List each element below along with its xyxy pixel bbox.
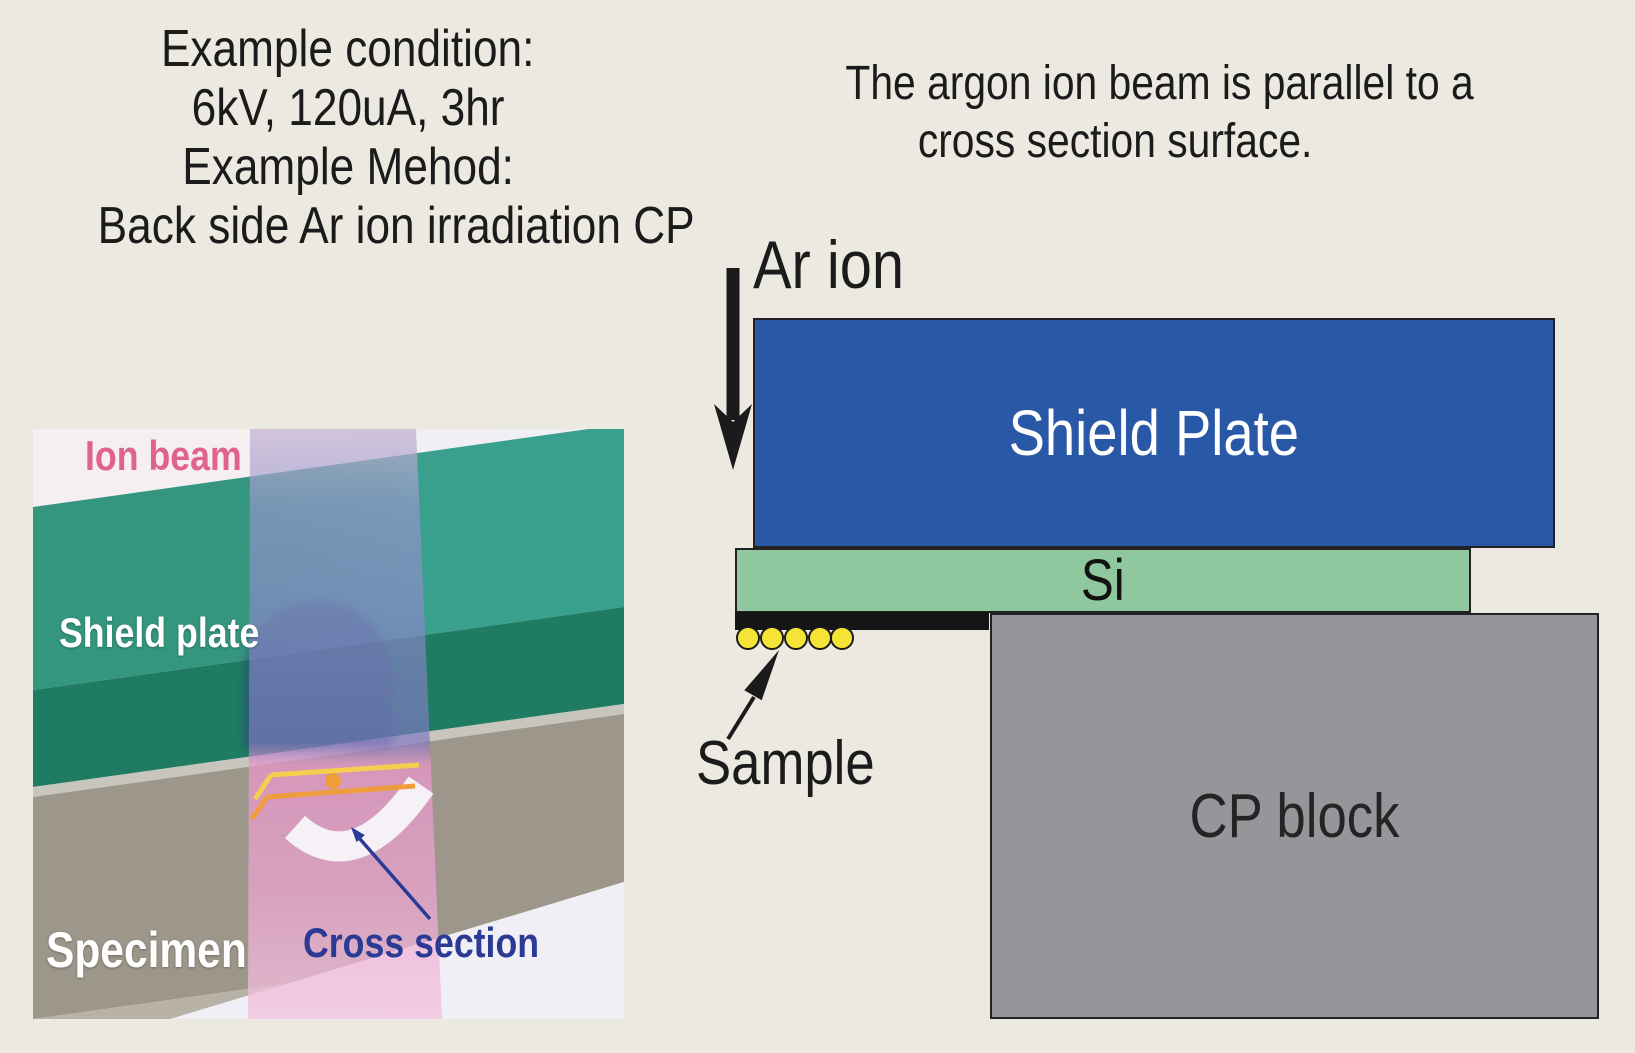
- si-wafer-bar: Si: [735, 548, 1471, 613]
- ar-ion-label: Ar ion: [753, 227, 904, 303]
- sample-particle: [760, 626, 784, 650]
- sample-label: Sample: [696, 729, 875, 798]
- ion-beam-column: [247, 429, 442, 1019]
- ar-ion-arrow: [714, 268, 752, 470]
- cp-block-box: CP block: [990, 613, 1599, 1019]
- sample-arrow: [726, 650, 779, 741]
- condition-line: Example Mehod:: [182, 138, 514, 196]
- condition-line: Back side Ar ion irradiation CP: [97, 197, 695, 255]
- sample-particle: [808, 626, 832, 650]
- cross-section-label: Cross section: [303, 919, 540, 966]
- shield-plate-label: Shield Plate: [1008, 397, 1300, 469]
- adhesive-bar: [735, 612, 989, 630]
- beam-parallel-note: The argon ion beam is parallel to a cros…: [790, 55, 1474, 171]
- cp-block-label: CP block: [1189, 781, 1400, 851]
- sample-particle: [736, 626, 760, 650]
- shield-plate-box: Shield Plate: [753, 318, 1555, 548]
- example-photo: Ion beam Shield plate Specimen Cross sec…: [33, 429, 624, 1019]
- ion-beam-label: Ion beam: [85, 432, 242, 479]
- sample-particle: [830, 626, 854, 650]
- specimen-label: Specimen: [46, 922, 247, 978]
- condition-line: Example condition:: [161, 20, 535, 78]
- sample-particle: [784, 626, 808, 650]
- condition-line: 6kV, 120uA, 3hr: [191, 79, 505, 137]
- condition-note: Example condition: 6kV, 120uA, 3hr Examp…: [45, 20, 695, 256]
- si-label: Si: [1081, 548, 1125, 613]
- beam-note-line: cross section surface.: [917, 115, 1313, 168]
- beam-note-line: The argon ion beam is parallel to a: [845, 57, 1474, 110]
- photo-shield-plate-label: Shield plate: [59, 609, 260, 656]
